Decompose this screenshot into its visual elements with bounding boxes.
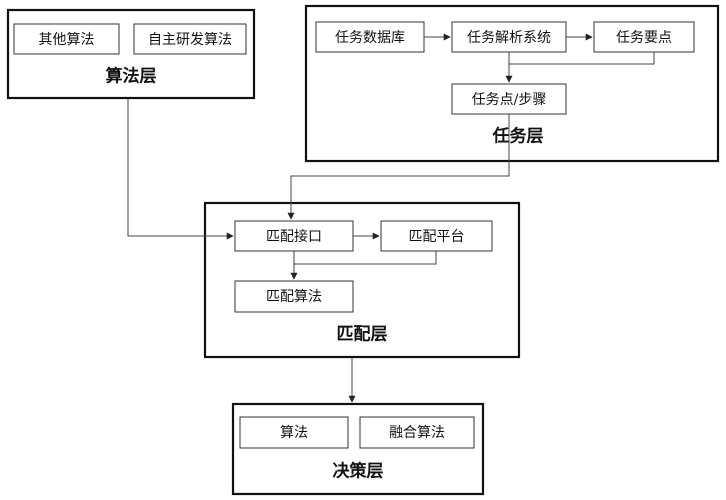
other-algorithm-box [13, 23, 120, 55]
decision-layer-title: 决策层 [333, 461, 384, 482]
matching-algorithm-label: 匹配算法 [266, 289, 322, 305]
task-layer-title: 任务层 [492, 126, 544, 147]
matching-layer: 匹配接口 匹配平台 匹配算法 匹配层 [203, 201, 521, 359]
task-points-steps-label: 任务点/步骤 [472, 92, 547, 108]
fusion-algorithm-label: 融合算法 [389, 425, 445, 441]
platform-feedback-line [294, 251, 437, 265]
fusion-algorithm-box [359, 416, 475, 449]
task-to-matching-interface-arrow [287, 114, 510, 220]
matching-layer-title: 匹配层 [337, 325, 388, 345]
task-key-points-box [593, 21, 695, 53]
algorithm-layer-title: 算法层 [105, 66, 157, 87]
task-database-label: 任务数据库 [335, 30, 405, 46]
task-layer: 任务数据库 任务解析系统 任务要点 任务点/步骤 任务层 [304, 4, 720, 163]
self-developed-algorithm-label: 自主研发算法 [148, 32, 232, 48]
key-points-feedback-line [509, 52, 655, 65]
task-parsing-system-box [451, 21, 567, 53]
connectors [127, 33, 655, 403]
task-parsing-system-label: 任务解析系统 [467, 30, 551, 46]
algorithm-layer-frame [6, 8, 256, 100]
task-layer-frame [304, 4, 720, 163]
self-developed-algorithm-box [133, 23, 247, 55]
matching-algorithm-box [234, 280, 354, 313]
decision-algorithm-box [239, 416, 349, 449]
task-database-box [315, 21, 425, 53]
decision-layer-frame [231, 402, 485, 496]
matching-interface-label: 匹配接口 [266, 228, 322, 245]
decision-layer: 算法 融合算法 决策层 [231, 402, 485, 496]
task-key-points-label: 任务要点 [616, 30, 672, 46]
algorithm-to-matching-interface-arrow [127, 99, 234, 240]
decision-algorithm-label: 算法 [280, 425, 308, 441]
other-algorithm-label: 其他算法 [39, 32, 95, 48]
matching-platform-box [380, 220, 493, 252]
matching-platform-label: 匹配平台 [409, 229, 465, 245]
algorithm-layer: 其他算法 自主研发算法 算法层 [6, 8, 256, 100]
task-points-steps-box [451, 83, 567, 115]
matching-layer-frame [203, 201, 521, 359]
